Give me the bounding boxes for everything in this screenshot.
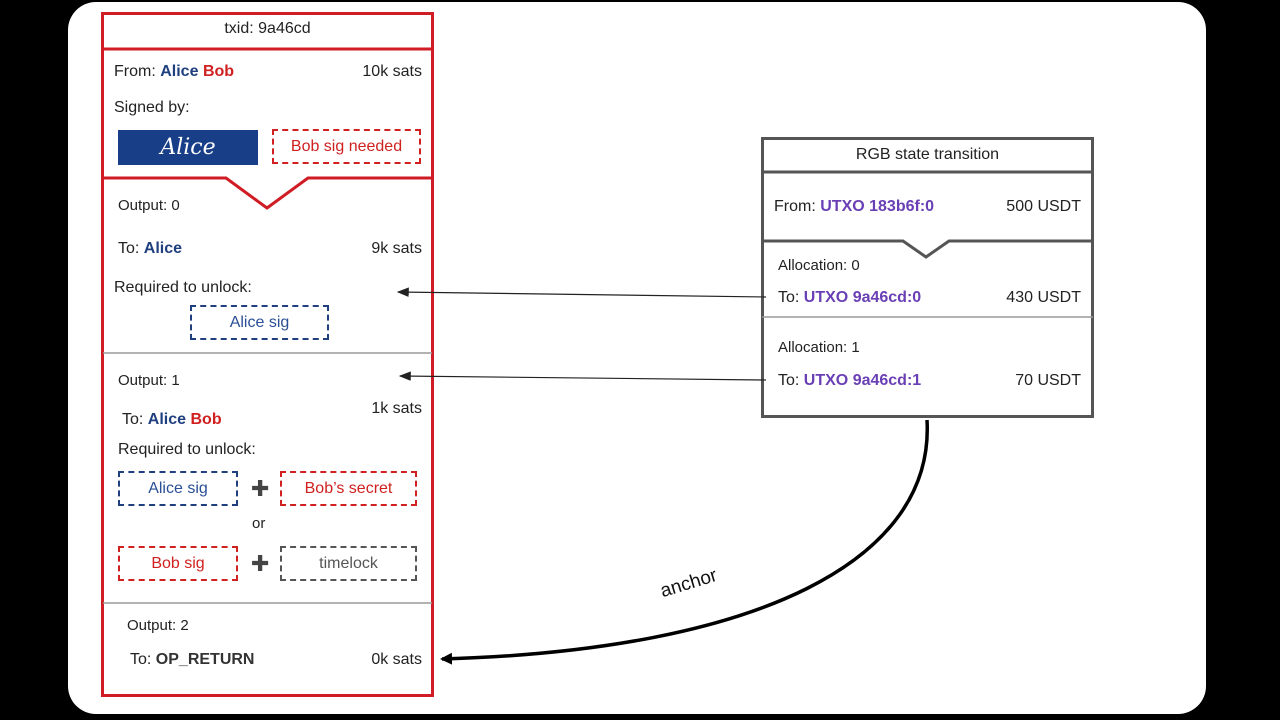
output-0-required-label: Required to unlock: <box>114 279 252 296</box>
rgb-title: RGB state transition <box>855 146 1000 163</box>
rgb-box-frame <box>761 137 1094 418</box>
output-1-required-label: Required to unlock: <box>118 441 256 458</box>
anchor-curve <box>440 419 929 665</box>
output-1-alice-sig-box: Alice sig <box>118 471 238 506</box>
allocation-1-utxo: UTXO 9a46cd:1 <box>803 372 922 389</box>
tx-from-bob: Bob <box>202 63 235 80</box>
output-1-bobs-secret-box: Bob’s secret <box>280 471 417 506</box>
output-0-to-alice: Alice <box>143 240 183 257</box>
allocation-1-arrow <box>398 371 767 381</box>
alice-signature-block: Alice <box>118 130 258 165</box>
tx-input-divider <box>103 176 432 210</box>
output-2-amount: 0k sats <box>371 651 422 668</box>
allocation-1-to-label: To: <box>778 372 800 389</box>
plus-icon: ✚ <box>251 551 270 576</box>
output-1-timelock-box: timelock <box>280 546 417 581</box>
output-0-amount: 9k sats <box>371 240 422 257</box>
tx-from-alice: Alice <box>160 63 199 80</box>
transaction-box <box>101 12 434 697</box>
output-2-to-target: OP_RETURN <box>155 651 255 668</box>
plus-icon: ✚ <box>251 476 270 501</box>
output-1-amount: 1k sats <box>371 400 422 417</box>
output-2-to-label: To: <box>130 651 152 668</box>
allocation-0-amount: 430 USDT <box>1006 289 1081 306</box>
allocation-0-utxo: UTXO 9a46cd:0 <box>803 289 922 306</box>
tx-from-label: From: <box>114 63 156 80</box>
output-1-to-label: To: <box>122 411 144 428</box>
bob-sig-needed-box: Bob sig needed <box>272 129 421 164</box>
output-1-to-alice: Alice <box>147 411 187 428</box>
output-1-to-bob: Bob <box>190 411 222 428</box>
allocation-1-amount: 70 USDT <box>1015 372 1081 389</box>
output-1-to-row: To: Alice Bob <box>122 411 222 429</box>
rgb-from-divider <box>762 239 1093 259</box>
rgb-from-utxo: UTXO 183b6f:0 <box>820 198 935 215</box>
output-2-to-row: To: OP_RETURN <box>130 651 254 669</box>
allocation-1-to-row: To: UTXO 9a46cd:1 <box>778 372 921 390</box>
allocation-0-to-label: To: <box>778 289 800 306</box>
allocation-0-title: Allocation: 0 <box>778 257 860 274</box>
allocation-1-title: Allocation: 1 <box>778 339 860 356</box>
output-0-to-row: To: Alice <box>118 240 182 258</box>
rgb-from-row: From: UTXO 183b6f:0 <box>774 198 934 216</box>
output-1-title: Output: 1 <box>118 372 180 389</box>
signed-by-label: Signed by: <box>114 99 190 116</box>
output-0-to-label: To: <box>118 240 140 257</box>
output-1-bob-sig-box: Bob sig <box>118 546 238 581</box>
txid-label: txid: 9a46cd <box>224 20 311 37</box>
tx-from-row: From: Alice Bob <box>114 63 234 81</box>
allocation-0-arrow <box>396 287 767 298</box>
output-0-alice-sig-box: Alice sig <box>190 305 329 340</box>
output-0-title: Output: 0 <box>118 197 180 214</box>
output-2-title: Output: 2 <box>127 617 189 634</box>
rgb-from-amount: 500 USDT <box>1006 198 1081 215</box>
tx-input-amount: 10k sats <box>362 63 422 80</box>
output-1-or-label: or <box>252 515 266 532</box>
allocation-0-to-row: To: UTXO 9a46cd:0 <box>778 289 921 307</box>
rgb-from-label: From: <box>774 198 816 215</box>
